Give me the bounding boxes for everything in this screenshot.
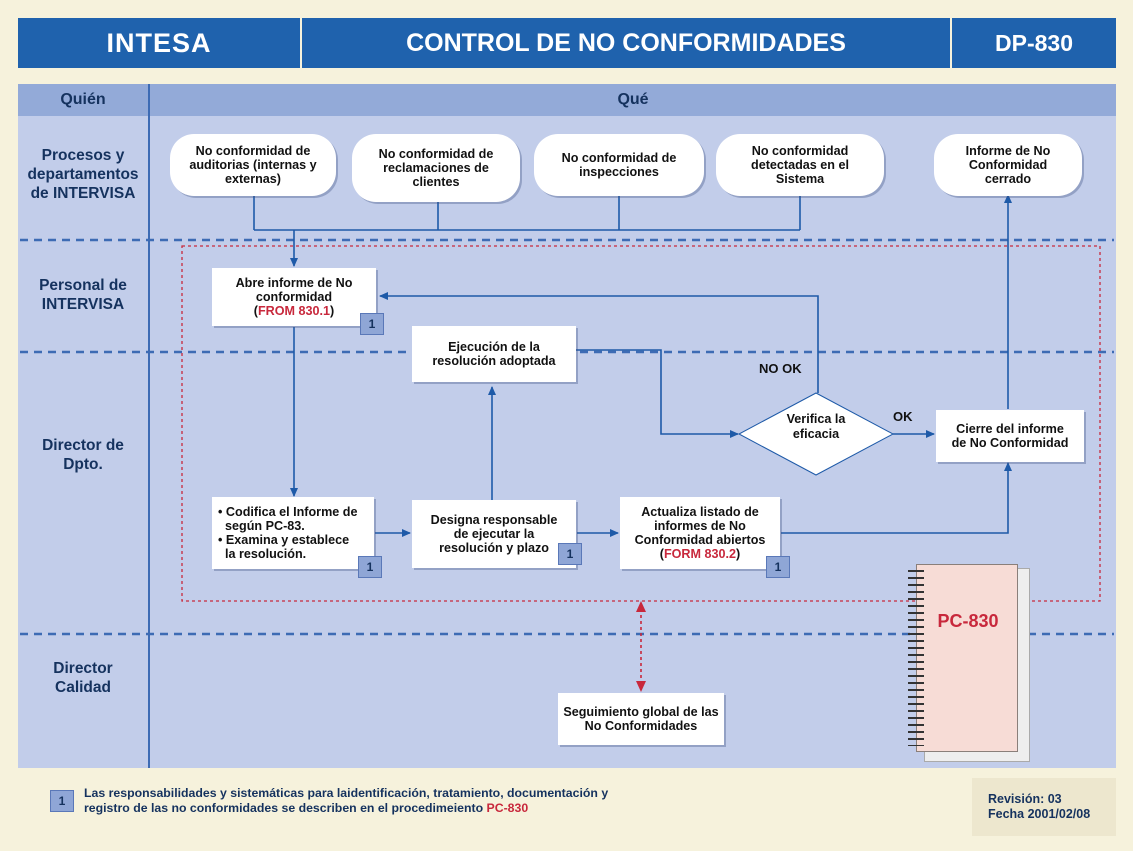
reference-badge: 1 bbox=[360, 313, 384, 335]
page-title: CONTROL DE NO CONFORMIDADES bbox=[302, 18, 950, 68]
notebook-cover: PC-830 bbox=[916, 564, 1018, 752]
edge-label-no-ok: NO OK bbox=[759, 361, 802, 376]
node-codify: • Codifica el Informe de según PC-83.• E… bbox=[212, 497, 374, 569]
footnote-badge: 1 bbox=[50, 790, 74, 812]
procedure-reference: PC-830 bbox=[486, 801, 529, 815]
reference-badge: 1 bbox=[358, 556, 382, 578]
organization-name: INTESA bbox=[18, 18, 300, 68]
edge-label-ok: OK bbox=[893, 409, 913, 424]
node-verify: Verifica la eficacia bbox=[786, 412, 846, 441]
procedure-notebook-icon: PC-830 bbox=[908, 564, 1030, 762]
reference-badge: 1 bbox=[766, 556, 790, 578]
footnote: Las responsabilidades y sistemáticas par… bbox=[84, 786, 609, 815]
document-code: DP-830 bbox=[952, 18, 1116, 68]
form-reference: FORM 830.2 bbox=[663, 547, 737, 561]
form-reference: FROM 830.1 bbox=[257, 304, 331, 318]
arrow-no-ok bbox=[379, 292, 819, 393]
revision-box: Revisión: 03 Fecha 2001/02/08 bbox=[972, 778, 1116, 836]
notebook-spiral bbox=[908, 570, 924, 746]
scope-boundary bbox=[181, 245, 1101, 602]
verify-decision-shape bbox=[737, 392, 895, 476]
arrow-to-verify bbox=[576, 349, 739, 438]
tracking-arrow-up bbox=[636, 601, 646, 612]
arrow-to-close bbox=[781, 462, 1012, 534]
revision-date: Fecha 2001/02/08 bbox=[988, 807, 1091, 821]
reference-badge: 1 bbox=[558, 543, 582, 565]
node-open-report: Abre informe de No conformidad (FROM 830… bbox=[212, 268, 376, 326]
column-divider bbox=[148, 84, 150, 768]
notebook-title: PC-830 bbox=[937, 611, 999, 631]
column-header-band bbox=[18, 84, 1116, 116]
column-header-who: Quién bbox=[60, 91, 106, 108]
column-header-what: Qué bbox=[617, 91, 649, 108]
tracking-arrow-down bbox=[636, 681, 646, 692]
revision-number: Revisión: 03 bbox=[988, 792, 1062, 806]
node-update-list: Actualiza listado de informes de No Conf… bbox=[620, 497, 780, 569]
